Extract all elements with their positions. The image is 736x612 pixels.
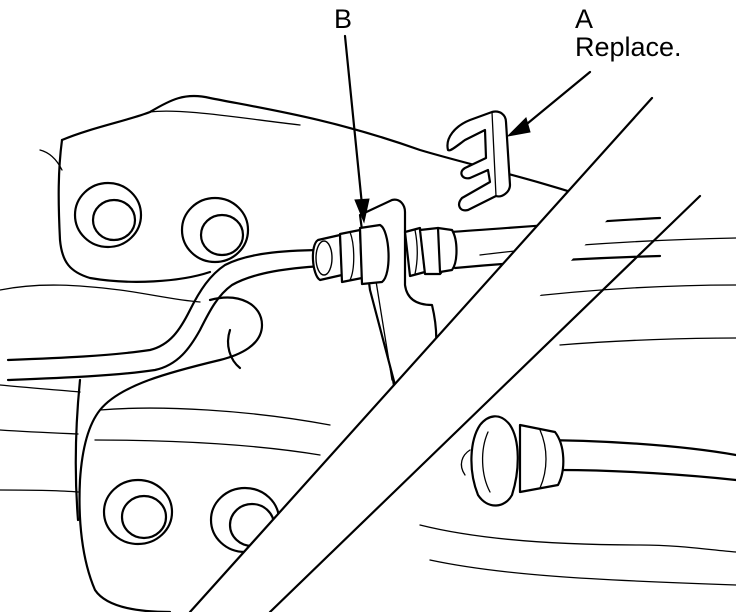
hose-end-fitting: [403, 226, 458, 278]
callout-b-letter: B: [334, 4, 352, 34]
upper-bolt-holes: [73, 181, 250, 264]
callout-b-leader-line: [343, 34, 364, 207]
callout-a-note: Replace.: [575, 32, 682, 62]
lower-knuckle-body: [0, 296, 331, 612]
callout-b-arrowhead: [354, 198, 370, 224]
steel-brake-line: [6, 248, 332, 382]
callout-a-letter: A: [575, 4, 593, 34]
flare-nut-fitting: [311, 223, 390, 286]
callout-a-leader-line: [520, 70, 592, 130]
diagonal-rod: [188, 96, 702, 612]
callout-b: B: [334, 4, 370, 224]
rubber-bushing: [460, 415, 565, 507]
callout-a-arrowhead: [506, 117, 531, 137]
callout-a: A Replace.: [506, 4, 682, 137]
retaining-clip: [446, 110, 512, 212]
